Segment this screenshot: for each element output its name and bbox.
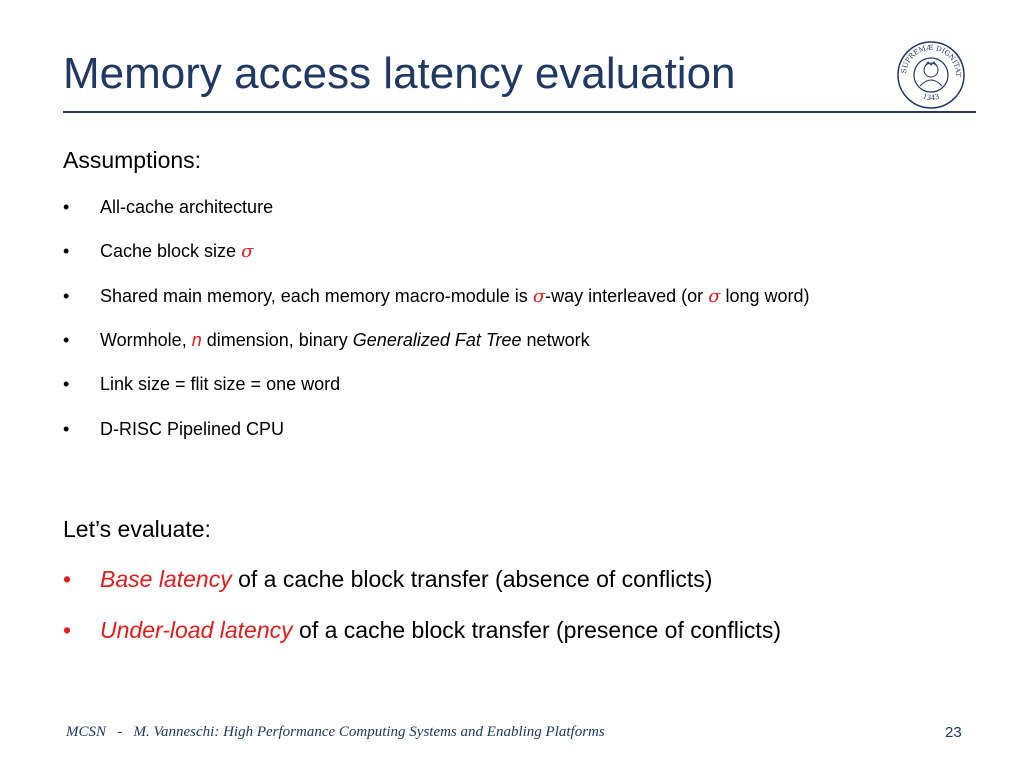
- evaluate-emphasis: Base latency: [100, 566, 232, 592]
- assumption-text: All-cache architecture: [100, 197, 274, 217]
- assumptions-heading: Assumptions:: [63, 147, 202, 173]
- assumption-text-part: Cache block size: [100, 241, 242, 261]
- assumption-text: Link size = flit size = one word: [100, 374, 341, 394]
- assumption-text-part: Wormhole,: [100, 330, 192, 350]
- bullet-glyph: •: [63, 286, 70, 306]
- evaluate-text-part: of a cache block transfer (presence of c…: [292, 617, 781, 643]
- assumption-text-part: dimension, binary: [201, 330, 353, 350]
- assumption-text-part: Shared main memory, each memory macro-mo…: [100, 286, 533, 306]
- sigma-symbol: σ: [708, 286, 721, 307]
- evaluate-heading: Let’s evaluate:: [63, 516, 211, 542]
- network-name: Generalized Fat Tree: [352, 330, 522, 350]
- dimension-variable: n: [191, 330, 202, 350]
- bullet-glyph: •: [63, 241, 70, 261]
- slide-title: Memory access latency evaluation: [63, 49, 736, 98]
- title-divider: [63, 111, 976, 113]
- footer-citation: M. Vanneschi: High Performance Computing…: [133, 724, 605, 740]
- assumption-text: Wormhole, n dimension, binary Generalize…: [100, 328, 590, 352]
- seal-year: 1343: [922, 93, 941, 103]
- bullet-glyph: •: [63, 419, 70, 439]
- bullet-glyph: •: [63, 374, 70, 394]
- seal-motto: IN SUPREMÆ DIGNITATIS: [896, 40, 962, 78]
- assumption-text-part: network: [521, 330, 590, 350]
- assumption-text: Shared main memory, each memory macro-mo…: [100, 284, 810, 309]
- footer-separator: -: [106, 724, 134, 740]
- evaluate-text-part: of a cache block transfer (absence of co…: [231, 566, 713, 592]
- assumption-text: D-RISC Pipelined CPU: [100, 419, 285, 439]
- bullet-glyph: •: [63, 197, 70, 217]
- footer-course: MCSN: [66, 724, 107, 740]
- sigma-symbol: σ: [532, 286, 546, 307]
- bullet-glyph: •: [63, 617, 72, 643]
- assumption-text-part: long word): [720, 286, 810, 306]
- evaluate-emphasis: Under-load latency: [100, 617, 293, 643]
- bullet-glyph: •: [63, 330, 70, 350]
- sigma-symbol: σ: [241, 241, 254, 262]
- svg-text:IN SUPREMÆ DIGNITATIS: IN SUPREMÆ DIGNITATIS: [896, 40, 962, 78]
- svg-text:1343: 1343: [922, 93, 941, 103]
- assumption-text-part: -way interleaved (or: [545, 286, 709, 306]
- evaluate-text: Under-load latency of a cache block tran…: [100, 615, 781, 645]
- bullet-glyph: •: [63, 566, 72, 592]
- evaluate-text: Base latency of a cache block transfer (…: [100, 564, 712, 594]
- slide-footer: MCSN - M. Vanneschi: High Performance Co…: [66, 724, 605, 741]
- assumption-text: Cache block size σ: [100, 239, 253, 264]
- university-seal-logo: IN SUPREMÆ DIGNITATIS 1343: [896, 40, 965, 109]
- page-number: 23: [945, 724, 962, 741]
